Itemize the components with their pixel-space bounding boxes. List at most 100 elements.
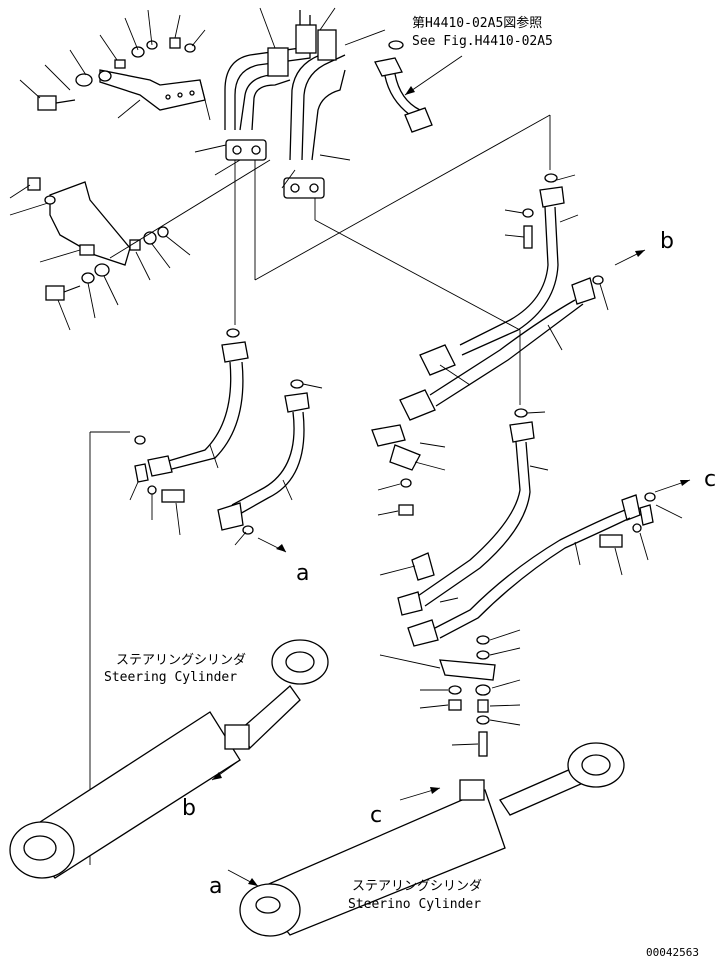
bracket: [49, 181, 131, 266]
valve-block: [371, 424, 406, 447]
bracket-plate: [389, 444, 421, 471]
flange: [621, 494, 641, 521]
washer: [157, 226, 169, 238]
washer: [75, 73, 93, 87]
flange: [509, 421, 535, 443]
washer: [44, 195, 56, 205]
bolt: [599, 534, 623, 548]
steering-cylinder-right: [227, 742, 625, 937]
washer: [632, 523, 642, 533]
flange: [147, 455, 173, 477]
arrow-c: [680, 480, 690, 486]
upper-tube-assembly: [224, 10, 346, 199]
flange: [284, 392, 310, 413]
reference-jp: 第H4410-02A5図参照: [412, 15, 542, 31]
washer: [448, 685, 462, 695]
flange: [221, 341, 249, 363]
nut: [169, 37, 181, 49]
lower-right-tubes: [379, 408, 691, 757]
flange: [374, 57, 403, 77]
nut: [448, 699, 462, 711]
reference-en: See Fig.H4410-02A5: [412, 34, 553, 49]
steering-cylinder-left: [9, 639, 329, 879]
clip: [79, 244, 95, 256]
leader-lines-upper: [19, 7, 386, 189]
cylinder-label-en-left: Steering Cylinder: [104, 670, 237, 685]
flange: [571, 277, 596, 305]
clamp: [411, 552, 435, 581]
marker-c: c: [704, 467, 716, 492]
connector-lines: [89, 114, 551, 865]
washer: [475, 684, 491, 696]
washer: [147, 485, 157, 495]
washer: [98, 70, 112, 82]
o-ring: [592, 275, 604, 285]
spacer: [114, 59, 126, 69]
elbow: [407, 619, 439, 647]
flange: [217, 502, 244, 531]
washer: [476, 635, 490, 645]
marker-b-cylinder: b: [182, 796, 196, 821]
tube-clamp: [267, 47, 289, 77]
arrow-b: [635, 250, 645, 257]
washer: [400, 478, 412, 488]
arrow-a: [276, 544, 286, 552]
o-ring: [290, 379, 304, 389]
marker-a-cylinder: a: [209, 874, 222, 899]
reference-arrow: [405, 86, 415, 95]
elbow: [397, 591, 423, 616]
flange-block: [225, 139, 267, 161]
o-ring: [388, 40, 404, 50]
marker-b: b: [660, 229, 674, 254]
cylinder-label-jp-right: ステアリングシリンダ: [352, 879, 482, 894]
nut: [27, 177, 41, 191]
flange: [399, 389, 436, 421]
washer: [94, 263, 110, 277]
o-ring: [226, 328, 240, 338]
bolt: [161, 489, 185, 503]
o-ring: [134, 435, 146, 445]
right-hose-group: [371, 173, 646, 516]
washer: [476, 650, 490, 660]
washer: [131, 46, 145, 58]
washer: [81, 272, 95, 284]
reference-note: 第H4410-02A5図参照 See Fig.H4410-02A5: [404, 15, 553, 96]
arrow-c-cylinder: [430, 787, 440, 794]
port-block: [224, 724, 250, 750]
arrow-b-cylinder: [212, 772, 222, 780]
bolt-head: [45, 285, 65, 301]
referenced-tube: [374, 40, 433, 133]
tube-clamp: [295, 24, 317, 54]
port-block: [459, 779, 485, 801]
left-hose-1: [129, 328, 249, 536]
tube-clamp: [317, 29, 337, 61]
o-ring: [544, 173, 558, 183]
bolt: [523, 225, 533, 249]
arrow-a-cylinder: [248, 878, 258, 886]
washer: [184, 43, 196, 53]
flange: [419, 344, 456, 376]
mounting-plate: [439, 659, 496, 681]
flange: [404, 107, 433, 133]
left-hose-2: [217, 379, 323, 553]
bracket: [99, 69, 206, 111]
o-ring: [644, 492, 656, 502]
o-ring: [514, 408, 528, 418]
spacer: [477, 699, 489, 713]
flange: [539, 186, 565, 208]
flange-block: [283, 177, 325, 199]
o-ring: [242, 525, 254, 535]
marker-c-cylinder: c: [370, 803, 382, 828]
split-flange: [639, 504, 654, 526]
bolt: [478, 731, 488, 757]
split-flange: [134, 463, 149, 483]
cylinder-label-en-right: Steerino Cylinder: [348, 897, 481, 912]
nut: [398, 504, 414, 516]
cylinder-label-jp-left: ステアリングシリンダ: [116, 653, 246, 668]
bolt-head: [37, 95, 57, 111]
lower-bracket-group: [9, 159, 271, 331]
washer: [522, 208, 534, 218]
washer: [476, 715, 490, 725]
spacer: [129, 239, 141, 251]
